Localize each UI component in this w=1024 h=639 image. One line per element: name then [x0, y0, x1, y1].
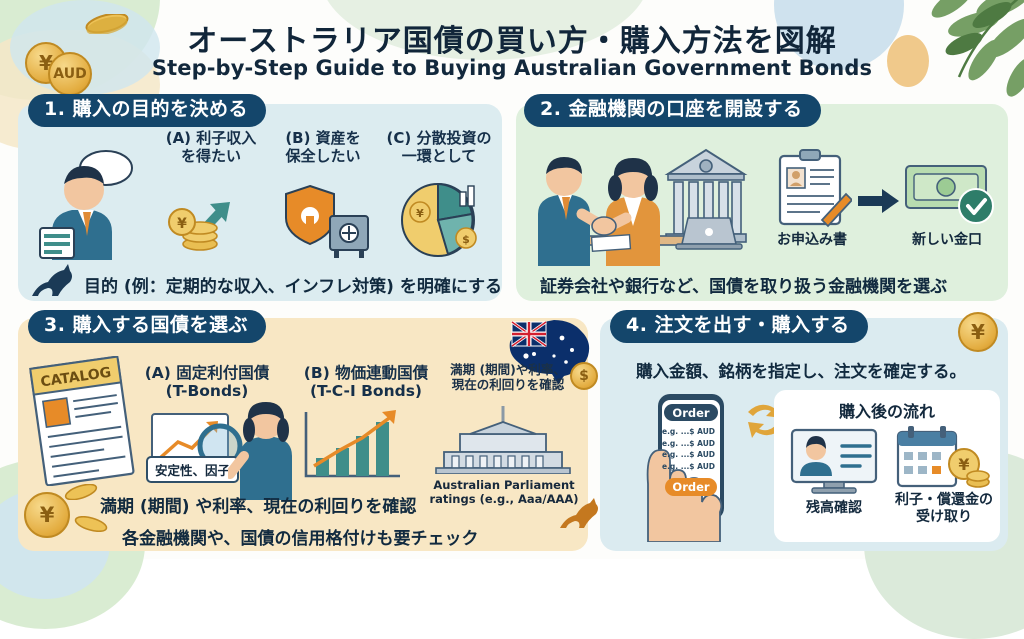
step-3-map-note: 満期 (期間)や利率、 現在の利回りを確認 — [450, 362, 566, 392]
kangaroo-icon — [26, 262, 78, 298]
pie-chart-icon: ¥ $ — [388, 176, 492, 262]
step-2-badge: 2. 金融機関の口座を開設する — [524, 94, 821, 127]
svg-text:¥: ¥ — [416, 207, 424, 220]
yen-coin-icon: ¥ — [958, 312, 998, 352]
tilted-coin-icon — [64, 483, 98, 501]
dollar-coin-icon: $ — [570, 362, 598, 390]
monitor-person-icon — [786, 424, 882, 494]
step-3-badge: 3. 購入する国債を選ぶ — [28, 310, 267, 343]
shield-safe-icon — [272, 176, 372, 260]
application-form-icon — [772, 148, 854, 228]
step-1-badge: 1. 購入の目的を決める — [28, 94, 267, 127]
coins-growth-icon: ¥ — [160, 178, 260, 256]
catalog-document-icon: CATALOG — [28, 355, 138, 487]
step-4-lead-text: 購入金額、銘柄を指定し、注文を確定する。 — [636, 362, 966, 381]
phone-order-row: e.g. ...$ AUD — [662, 438, 716, 448]
coin-yen-glyph: ¥ — [971, 320, 985, 344]
calendar-coins-icon: ¥ — [894, 424, 990, 494]
step-3-bond-type-b-label: (B) 物価連動国債 (T-C-I Bonds) — [303, 364, 429, 401]
svg-text:¥: ¥ — [177, 216, 187, 232]
parliament-building-icon — [428, 404, 578, 475]
step-3-parliament-note: Australian Parliament ratings (e.g., Aaa… — [429, 478, 579, 507]
page-title: オーストラリア国債の買い方・購入方法を図解 — [187, 24, 837, 59]
phone-order-header: Order — [664, 404, 718, 421]
step-1-option-b-label: (B) 資産を 保全したい — [285, 129, 361, 165]
yen-coin-icon: ¥ — [24, 492, 70, 538]
coin-yen-glyph: ¥ — [39, 503, 55, 527]
step-4-after-item-2-label: 利子・償還金の 受け取り — [895, 492, 993, 525]
refresh-arrows-icon — [742, 398, 788, 442]
thinking-businessman-icon — [34, 140, 144, 260]
handshake-bank-icon — [520, 140, 756, 266]
decor-blob-cream-topright — [887, 35, 929, 87]
coin-dollar-glyph: $ — [579, 368, 589, 384]
phone-order-rows: e.g. ...$ AUD e.g. ...$ AUD e.g. ...$ AU… — [662, 426, 722, 473]
phone-order-row: e.g. ...$ AUD — [662, 450, 716, 460]
rising-bar-chart-icon — [300, 408, 406, 482]
svg-text:¥: ¥ — [958, 455, 969, 474]
step-2-item-1-label: お申込み書 — [777, 232, 847, 248]
step-3-caption-2: 各金融機関や、国債の信用格付けも要チェック — [122, 529, 479, 549]
banknote-check-icon — [902, 152, 998, 226]
tilted-coin-icon — [85, 12, 129, 36]
page-subtitle: Step-by-Step Guide to Buying Australian … — [151, 56, 873, 80]
step-3-stability-tag: 安定性、因子 — [146, 456, 240, 483]
step-1-caption: 目的 (例：定期的な収入、インフレ対策) を明確にする — [84, 277, 503, 297]
woman-presenter-icon — [225, 394, 306, 500]
tilted-coin-icon — [74, 515, 108, 533]
step-1-option-a-label: (A) 利子収入 を得たい — [165, 129, 257, 165]
arrow-right-icon — [858, 188, 900, 214]
step-3-caption-1: 満期 (期間) や利率、現在の利回りを確認 — [100, 497, 417, 517]
eucalyptus-leaves-icon — [931, 0, 1024, 97]
step-3-bond-type-a-label: (A) 固定利付国債 (T-Bonds) — [144, 364, 270, 401]
phone-order-row: e.g. ...$ AUD — [662, 427, 716, 436]
step-4-after-title: 購入後の流れ — [838, 402, 935, 421]
step-2-item-2-label: 新しい金口 — [912, 232, 982, 248]
aud-coin-icon: AUD — [48, 52, 92, 96]
phone-order-row: e.g. ...$ AUD — [662, 461, 716, 471]
step-4-badge: 4. 注文を出す・購入する — [610, 310, 868, 343]
step-1-option-c-label: (C) 分散投資の 一環として — [386, 129, 492, 165]
kangaroo-icon — [556, 496, 602, 530]
step-2-caption: 証券会社や銀行など、国債を取り扱う金融機関を選ぶ — [540, 277, 948, 297]
australia-flag-map-icon — [496, 308, 600, 390]
svg-text:$: $ — [462, 233, 470, 246]
coin-aud-glyph: AUD — [53, 66, 87, 82]
phone-order-button[interactable]: Order — [665, 478, 717, 496]
step-4-after-item-1-label: 残高確認 — [806, 500, 862, 516]
